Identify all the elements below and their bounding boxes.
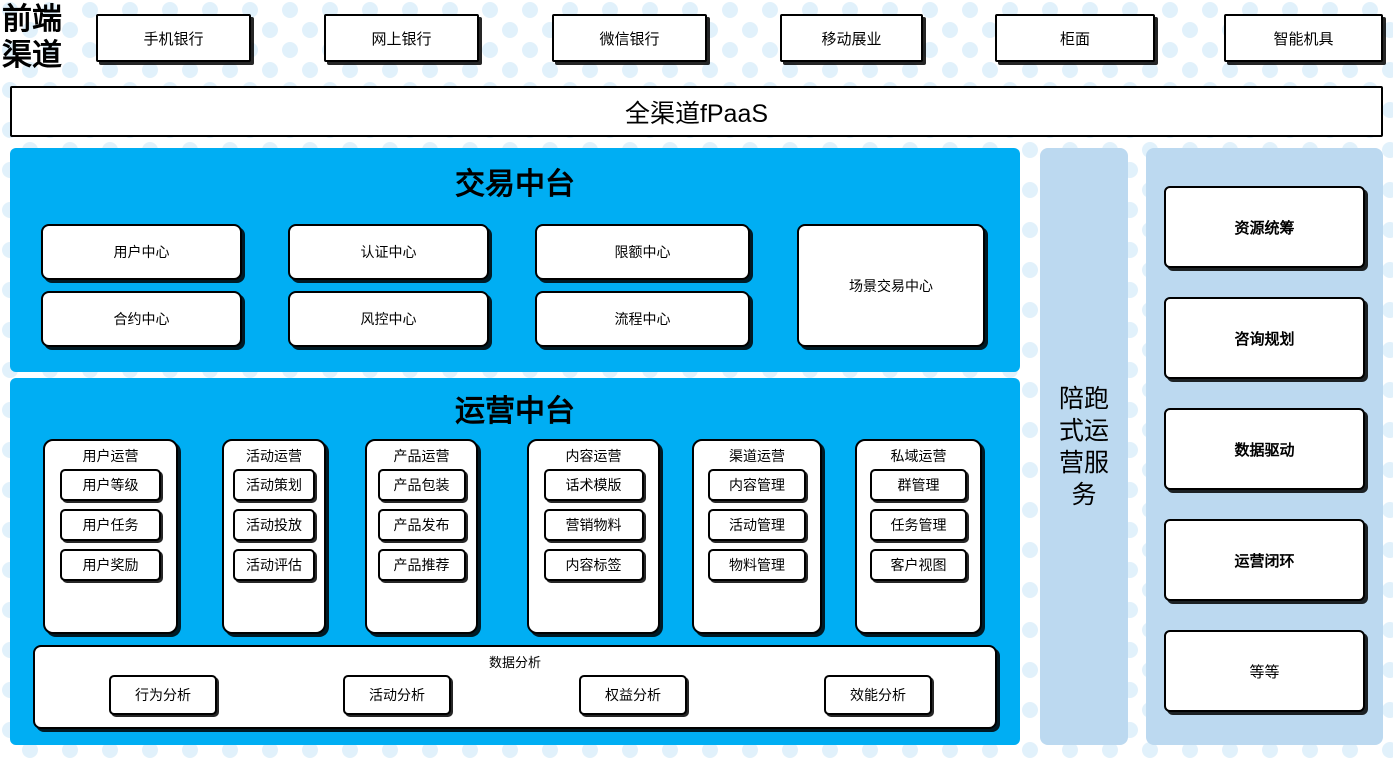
channel-box-1[interactable]: 手机银行 [96, 14, 251, 62]
ops-group-title-1: 用户运营 [82, 448, 139, 464]
ops-group-2: 活动运营活动策划活动投放活动评估 [222, 439, 326, 634]
ops-item-2-2[interactable]: 活动投放 [233, 509, 315, 541]
channel-box-2[interactable]: 网上银行 [324, 14, 479, 62]
front-channel-label: 前端 渠道 [0, 0, 86, 75]
ops-item-6-1[interactable]: 群管理 [870, 469, 967, 501]
ops-item-2-1[interactable]: 活动策划 [233, 469, 315, 501]
trade-center-title: 交易中台 [455, 168, 575, 201]
trade-center-box-3[interactable]: 限额中心 [535, 224, 750, 280]
ops-center-title: 运营中台 [455, 395, 575, 428]
ops-group-4: 内容运营话术模版营销物料内容标签 [527, 439, 660, 634]
trade-center-box-7[interactable]: 场景交易中心 [797, 224, 985, 347]
trade-center-box-4[interactable]: 合约中心 [41, 291, 242, 347]
ops-item-3-3[interactable]: 产品推荐 [377, 549, 466, 581]
service-pillar-5[interactable]: 等等 [1164, 630, 1365, 712]
ops-item-1-1[interactable]: 用户等级 [60, 469, 161, 501]
ops-group-title-2: 活动运营 [246, 448, 302, 464]
ops-group-title-3: 产品运营 [393, 448, 450, 464]
trade-center-box-2[interactable]: 认证中心 [288, 224, 489, 280]
data-analysis-item-3[interactable]: 权益分析 [579, 675, 687, 715]
ops-item-4-1[interactable]: 话术模版 [543, 469, 644, 501]
ops-group-3: 产品运营产品包装产品发布产品推荐 [365, 439, 478, 634]
ops-item-4-2[interactable]: 营销物料 [543, 509, 644, 541]
channel-box-5[interactable]: 柜面 [995, 14, 1155, 62]
ops-group-title-6: 私域运营 [890, 448, 947, 464]
service-pillar-4[interactable]: 运营闭环 [1164, 519, 1365, 601]
ops-item-1-3[interactable]: 用户奖励 [60, 549, 161, 581]
omnichannel-fpaas-label: 全渠道fPaaS [624, 99, 769, 128]
service-pillars-column: 资源统筹咨询规划数据驱动运营闭环等等 [1146, 148, 1383, 745]
ops-item-3-2[interactable]: 产品发布 [377, 509, 466, 541]
service-pillar-3[interactable]: 数据驱动 [1164, 408, 1365, 490]
ops-item-1-2[interactable]: 用户任务 [60, 509, 161, 541]
ops-group-title-5: 渠道运营 [729, 448, 785, 464]
ops-group-5: 渠道运营内容管理活动管理物料管理 [692, 439, 822, 634]
data-analysis-title: 数据分析 [488, 655, 541, 670]
trade-center-box-1[interactable]: 用户中心 [41, 224, 242, 280]
trade-center-box-6[interactable]: 流程中心 [535, 291, 750, 347]
front-channel-label-line1: 前端 [2, 2, 62, 36]
data-analysis-item-4[interactable]: 效能分析 [824, 675, 932, 715]
trade-center-box-5[interactable]: 风控中心 [288, 291, 489, 347]
ops-item-5-1[interactable]: 内容管理 [708, 469, 806, 501]
ops-item-3-1[interactable]: 产品包装 [377, 469, 466, 501]
service-pillar-2[interactable]: 咨询规划 [1164, 297, 1365, 379]
accompanying-service-column: 陪跑式运营服务 [1040, 148, 1128, 745]
ops-item-2-3[interactable]: 活动评估 [233, 549, 315, 581]
service-pillar-1[interactable]: 资源统筹 [1164, 186, 1365, 268]
omnichannel-fpaas-bar[interactable]: 全渠道fPaaS [10, 86, 1383, 137]
front-channel-label-line2: 渠道 [2, 38, 62, 72]
ops-group-1: 用户运营用户等级用户任务用户奖励 [43, 439, 178, 634]
channel-box-3[interactable]: 微信银行 [552, 14, 707, 62]
ops-item-6-2[interactable]: 任务管理 [870, 509, 967, 541]
accompanying-service-label: 陪跑式运营服务 [1058, 384, 1109, 509]
channel-box-6[interactable]: 智能机具 [1224, 14, 1383, 62]
ops-center-panel: 运营中台 用户运营用户等级用户任务用户奖励活动运营活动策划活动投放活动评估产品运… [10, 378, 1020, 745]
data-analysis-box: 数据分析 行为分析 活动分析 权益分析 效能分析 [33, 645, 997, 729]
channel-box-4[interactable]: 移动展业 [780, 14, 923, 62]
data-analysis-item-1[interactable]: 行为分析 [109, 675, 217, 715]
ops-item-5-3[interactable]: 物料管理 [708, 549, 806, 581]
data-analysis-item-2[interactable]: 活动分析 [343, 675, 451, 715]
ops-item-4-3[interactable]: 内容标签 [543, 549, 644, 581]
ops-item-5-2[interactable]: 活动管理 [708, 509, 806, 541]
ops-group-title-4: 内容运营 [565, 448, 622, 464]
ops-group-6: 私域运营群管理任务管理客户视图 [855, 439, 982, 634]
ops-item-6-3[interactable]: 客户视图 [870, 549, 967, 581]
trade-center-panel: 交易中台 用户中心认证中心限额中心合约中心风控中心流程中心场景交易中心 [10, 148, 1020, 372]
